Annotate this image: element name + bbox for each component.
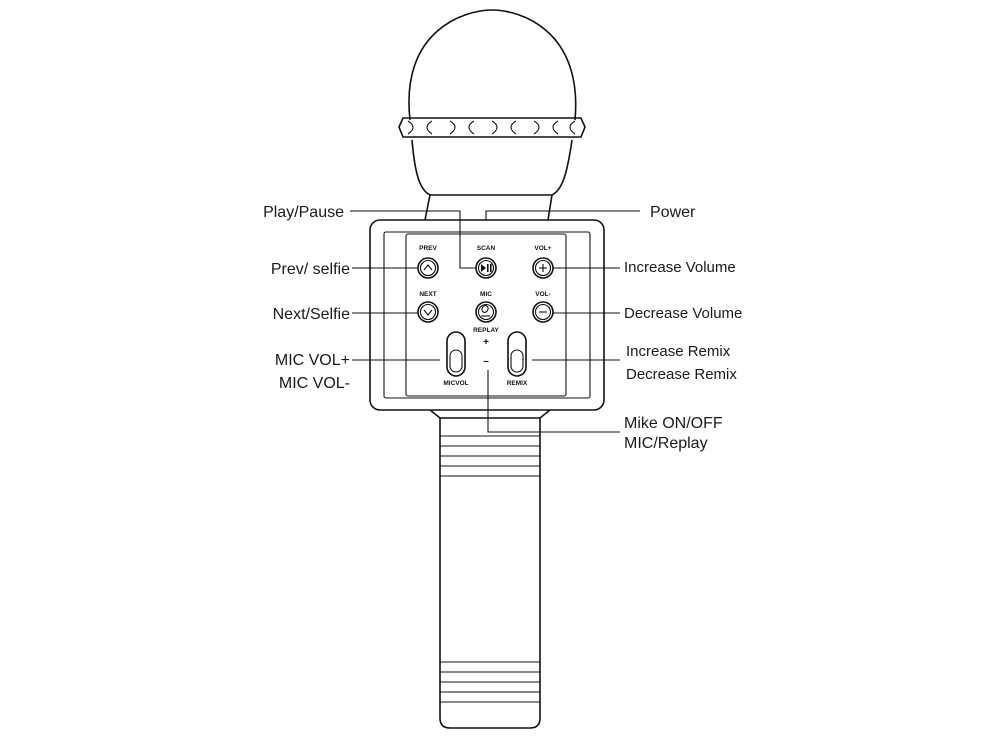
callout-mic-vol-plus: MIC VOL+ [275, 352, 350, 369]
callout-decrease-remix: Decrease Remix [626, 366, 737, 383]
next-label: NEXT [419, 291, 436, 298]
play-pause-button[interactable] [475, 257, 497, 279]
prev-label: PREV [419, 245, 437, 252]
prev-button[interactable] [417, 257, 439, 279]
mic-handle [439, 418, 541, 729]
callout-decrease-volume: Decrease Volume [624, 305, 742, 322]
pause-icon [487, 264, 489, 272]
microphone-icon [481, 305, 489, 313]
mic-ring [398, 117, 586, 138]
remix-label: REMIX [507, 380, 528, 387]
callout-power: Power [650, 204, 696, 221]
vol-plus-button[interactable] [532, 257, 554, 279]
micvol-label: MICVOL [443, 380, 468, 387]
control-body [369, 219, 605, 419]
plus-label: + [483, 337, 489, 348]
minus-label: – [483, 356, 489, 367]
vol-minus-button[interactable] [532, 301, 554, 323]
mic-neck [424, 194, 553, 221]
callout-mike-on-off: Mike ON/OFF [624, 415, 723, 432]
mic-label: MIC [480, 291, 492, 298]
mic-head [408, 9, 577, 196]
mic-replay-button[interactable] [475, 301, 497, 323]
scan-label: SCAN [477, 245, 496, 252]
micvol-slider[interactable] [446, 331, 466, 377]
leader-lines [350, 210, 640, 433]
callout-increase-volume: Increase Volume [624, 259, 736, 276]
vol-plus-label: VOL+ [534, 245, 551, 252]
callout-mic-vol-minus: MIC VOL- [279, 375, 350, 392]
replay-label: REPLAY [473, 327, 499, 334]
vol-minus-label: VOL- [535, 291, 551, 298]
callout-increase-remix: Increase Remix [626, 343, 731, 360]
next-button[interactable] [417, 301, 439, 323]
play-icon [481, 264, 486, 272]
callout-play-pause: Play/Pause [263, 204, 344, 221]
callout-mic-replay: MIC/Replay [624, 435, 708, 452]
callout-next-selfie: Next/Selfie [273, 306, 350, 323]
remix-slider[interactable] [507, 331, 527, 377]
callout-prev-selfie: Prev/ selfie [271, 261, 350, 278]
